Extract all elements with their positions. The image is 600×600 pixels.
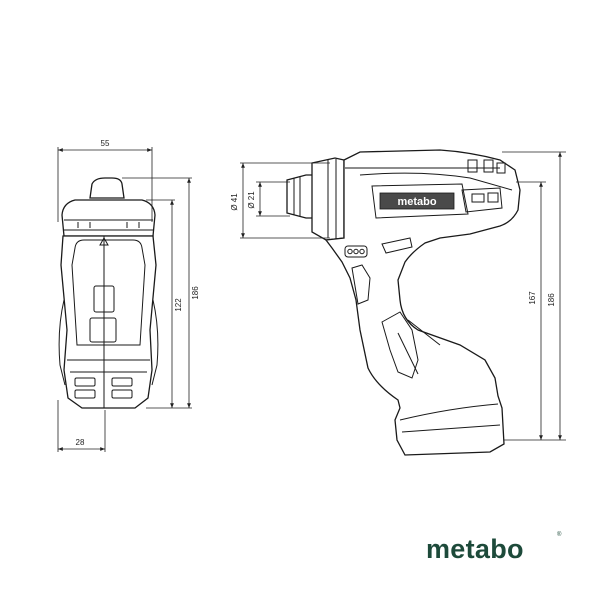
front-view-dimensions: 55 28 122 186 xyxy=(57,139,200,452)
front-inner-height-dimension: 122 xyxy=(174,298,183,312)
front-bottom-dimension: 28 xyxy=(76,438,85,447)
side-outer-height-dimension: 186 xyxy=(547,293,556,307)
tool-brand-label: metabo xyxy=(397,196,436,208)
side-view-dimensions: Ø 41 Ø 21 167 186 xyxy=(230,151,566,441)
tool-brand-plate xyxy=(379,192,455,210)
front-view xyxy=(58,177,159,409)
brand-logo-text: metabo xyxy=(426,534,524,564)
front-width-dimension: 55 xyxy=(101,139,110,148)
side-inner-height-dimension: 167 xyxy=(528,291,537,305)
chuck-outer-diameter: Ø 41 xyxy=(230,193,239,211)
registered-mark: ® xyxy=(557,531,562,538)
brand-logo: metabo ® xyxy=(426,531,562,564)
side-view: metabo xyxy=(286,149,521,456)
chuck-inner-diameter: Ø 21 xyxy=(247,191,256,209)
front-outer-height-dimension: 186 xyxy=(191,286,200,300)
